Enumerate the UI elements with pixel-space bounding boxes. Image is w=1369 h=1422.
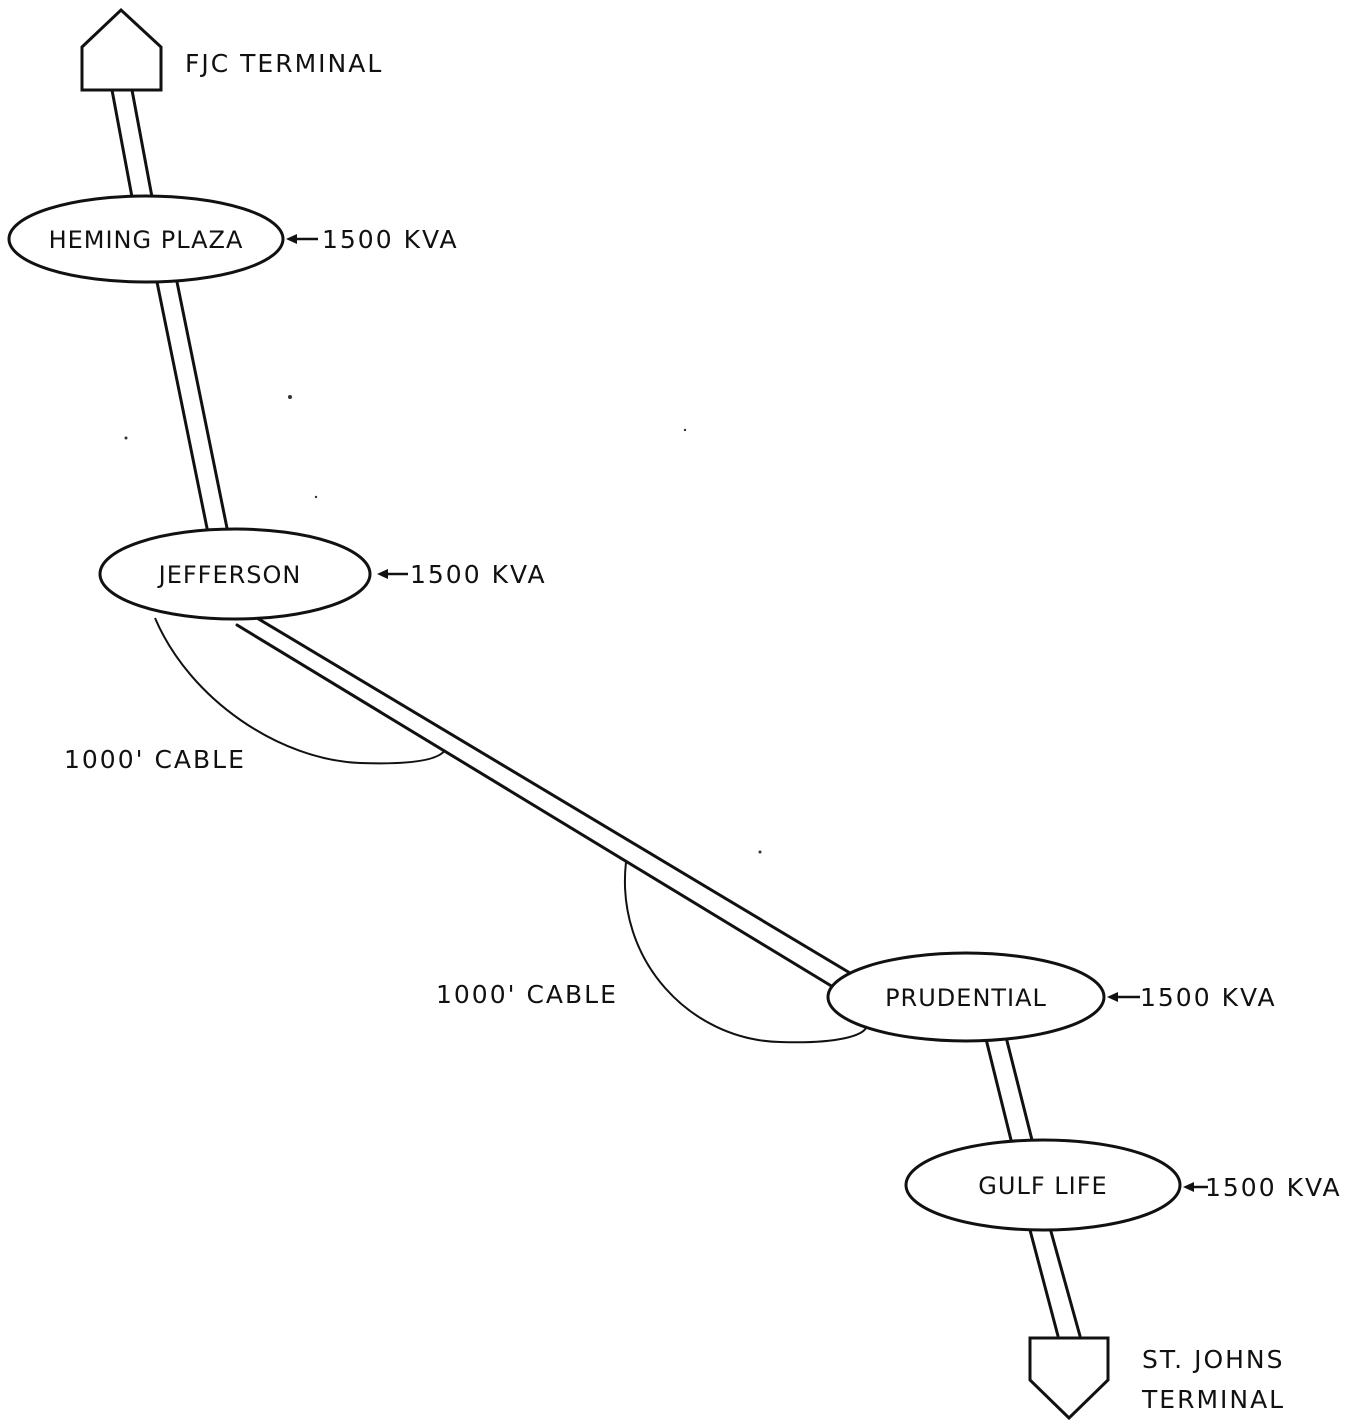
fjc-terminal-symbol bbox=[80, 7, 163, 92]
scan-speck bbox=[288, 395, 292, 399]
cable-label-lower: 1000' CABLE bbox=[436, 980, 618, 1009]
station-heming-plaza bbox=[7, 194, 285, 284]
station-prudential-label: PRUDENTIAL bbox=[885, 984, 1047, 1012]
fjc-terminal-label: FJC TERMINAL bbox=[185, 49, 383, 78]
scan-speck bbox=[758, 850, 762, 854]
conduit-fjc-heming bbox=[110, 88, 154, 199]
conduit-gulflife-stjohns bbox=[1028, 1226, 1082, 1338]
rating-arrow-gulf-life bbox=[1183, 1182, 1208, 1192]
st-johns-terminal-label-line2: TERMINAL bbox=[1141, 1385, 1285, 1414]
rating-gulf-life: 1500 KVA bbox=[1205, 1173, 1342, 1202]
rating-heming-plaza: 1500 KVA bbox=[322, 225, 459, 254]
station-gulf-life bbox=[904, 1138, 1182, 1232]
station-jefferson-label: JEFFERSON bbox=[157, 561, 302, 589]
conduit-heming-jefferson bbox=[155, 280, 230, 535]
station-prudential bbox=[826, 951, 1106, 1043]
scan-speck bbox=[314, 495, 318, 499]
scan-speck bbox=[124, 436, 128, 440]
scan-speck bbox=[683, 428, 687, 432]
station-heming-plaza-label: HEMING PLAZA bbox=[49, 226, 244, 254]
rating-arrow-prudential bbox=[1107, 992, 1140, 1002]
rating-arrow-jefferson bbox=[377, 569, 408, 579]
station-gulf-life-label: GULF LIFE bbox=[978, 1172, 1107, 1200]
rating-jefferson: 1500 KVA bbox=[410, 560, 547, 589]
conduit-prudential-gulflife bbox=[984, 1035, 1034, 1146]
conduit-jefferson-prudential bbox=[235, 610, 852, 992]
st-johns-terminal-symbol bbox=[1028, 1336, 1110, 1421]
rating-arrow-heming-plaza bbox=[286, 234, 318, 244]
cable-loop-lower bbox=[623, 861, 867, 1044]
cable-label-upper: 1000' CABLE bbox=[64, 745, 246, 774]
rating-prudential: 1500 KVA bbox=[1140, 983, 1277, 1012]
station-jefferson bbox=[98, 527, 372, 621]
st-johns-terminal-label-line1: ST. JOHNS bbox=[1142, 1345, 1285, 1374]
cable-loop-upper bbox=[154, 617, 446, 765]
